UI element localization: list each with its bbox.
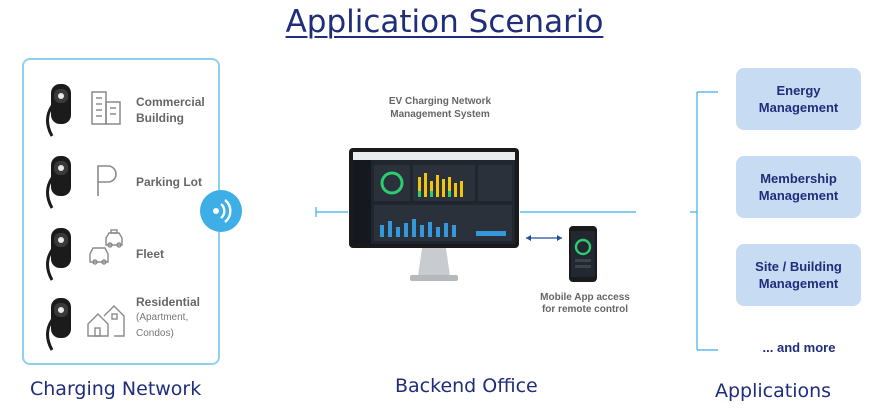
location-label: Fleet xyxy=(136,247,165,261)
fleet-cars-icon xyxy=(89,229,123,265)
monitor-dashboard-image xyxy=(349,148,519,281)
wireless-signal-icon xyxy=(200,190,242,232)
location-label: Residential (Apartment, Condos) xyxy=(136,295,201,339)
mobile-phone-image xyxy=(569,226,597,282)
ev-charger-icon xyxy=(46,84,71,137)
location-row-commercial: Commercial Building xyxy=(24,80,218,140)
houses-icon xyxy=(87,305,125,337)
system-title: EV Charging Network Management System xyxy=(388,96,492,120)
ev-charger-icon xyxy=(46,298,71,351)
page-title: Application Scenario xyxy=(285,4,604,40)
location-row-parking: Parking Lot xyxy=(24,152,218,212)
charging-network-panel: Commercial Building Parking Lot xyxy=(22,58,220,365)
mobile-app-label: Mobile App access for remote control xyxy=(540,292,630,315)
location-row-residential: Residential (Apartment, Condos) xyxy=(24,294,218,354)
parking-icon xyxy=(97,165,117,196)
ev-charger-icon xyxy=(46,156,71,209)
charging-network-label: Charging Network xyxy=(30,378,202,400)
ev-charger-icon xyxy=(46,228,71,281)
backend-office-label: Backend Office xyxy=(395,375,538,397)
building-icon xyxy=(91,91,121,125)
and-more-label: ... and more xyxy=(762,340,836,355)
location-row-fleet: Fleet xyxy=(24,224,218,284)
location-label: Commercial Building xyxy=(136,95,205,125)
location-label: Parking Lot xyxy=(136,175,203,189)
applications-label: Applications xyxy=(715,380,832,402)
